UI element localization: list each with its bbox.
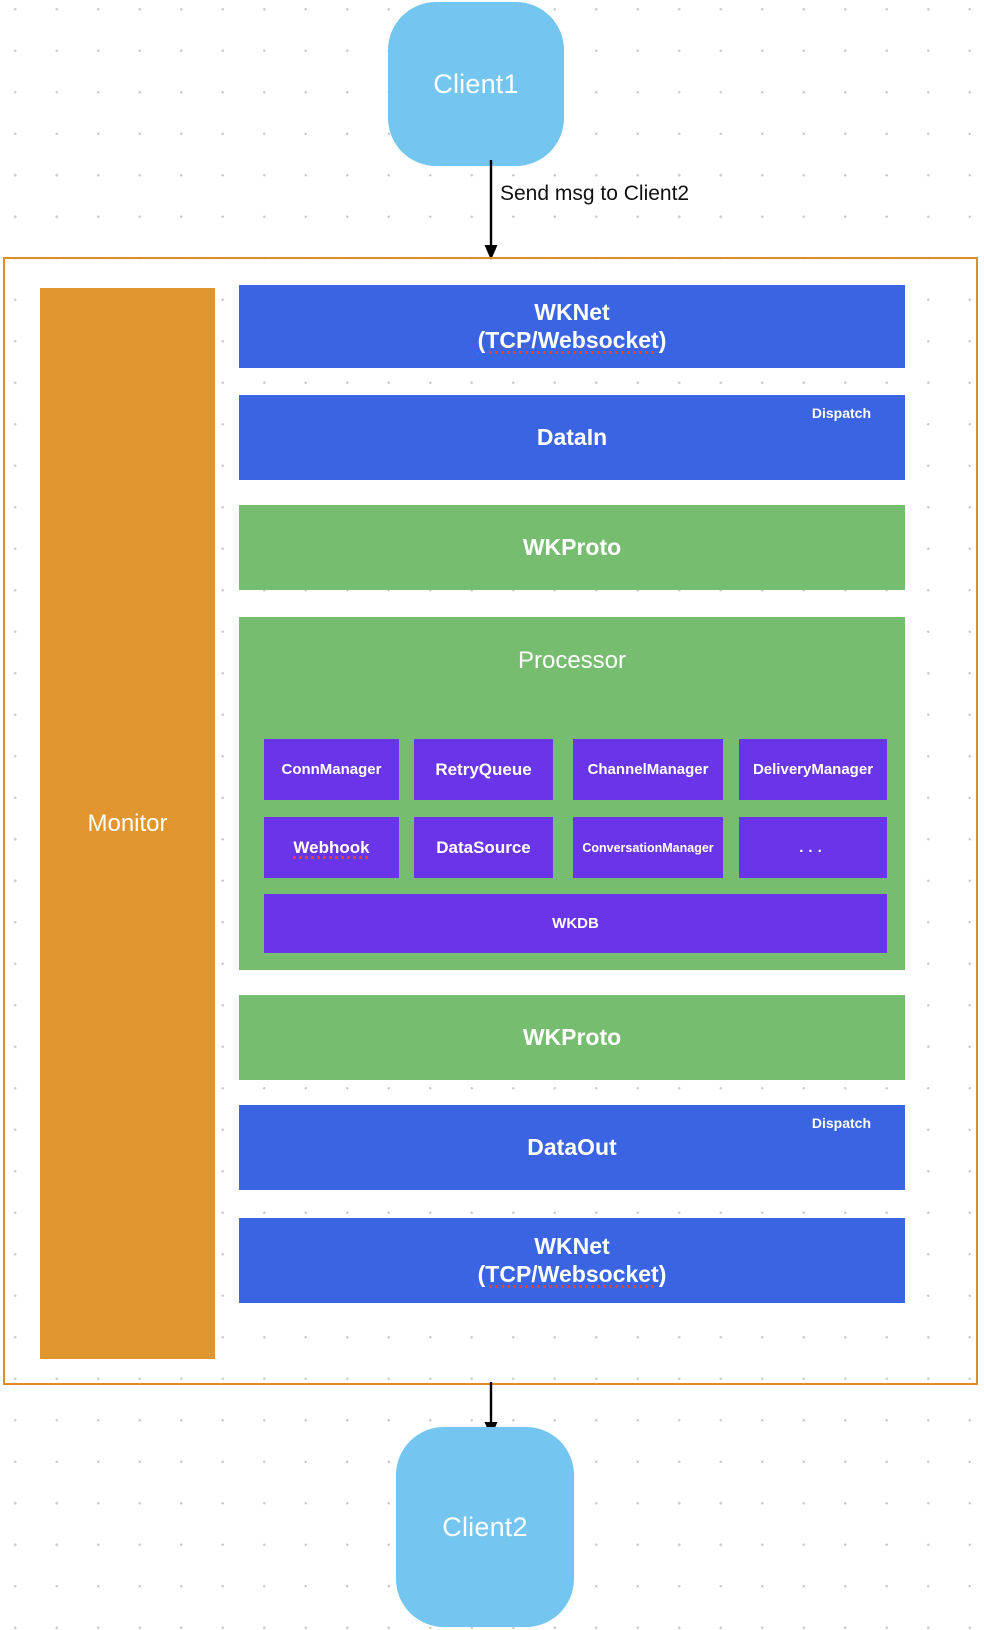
layer-wknet-out[interactable]: WKNet (TCP/Websocket) [239, 1218, 905, 1303]
component-connmanager[interactable]: ConnManager [264, 739, 399, 800]
datain-label: DataIn [536, 423, 608, 450]
monitor-label: Monitor [87, 809, 168, 837]
component-label: DeliveryManager [752, 761, 874, 778]
layer-dataout[interactable]: DataOut Dispatch [239, 1105, 905, 1190]
wknet-in-line1: WKNet [534, 299, 610, 326]
component-label: DataSource [436, 837, 531, 857]
datain-dispatch-badge: Dispatch [811, 405, 871, 421]
arrow-client1-to-server [484, 160, 498, 260]
monitor-bar[interactable]: Monitor [40, 288, 215, 1359]
client1-label: Client1 [433, 68, 519, 99]
layer-wkproto-out[interactable]: WKProto [239, 995, 905, 1080]
component-datasource[interactable]: DataSource [414, 817, 553, 878]
component-label: Webhook [293, 837, 370, 857]
component-channelmanager[interactable]: ChannelManager [573, 739, 723, 800]
wkproto-in-label: WKProto [522, 533, 622, 560]
client1-node[interactable]: Client1 [388, 2, 564, 166]
component-deliverymanager[interactable]: DeliveryManager [739, 739, 887, 800]
dataout-label: DataOut [527, 1133, 617, 1160]
client2-label: Client2 [442, 1511, 528, 1542]
component-wkdb[interactable]: WKDB [264, 894, 887, 953]
component-label: ConversationManager [582, 840, 714, 855]
wknet-out-line1: WKNet [534, 1233, 610, 1260]
client2-node[interactable]: Client2 [396, 1427, 574, 1627]
dataout-dispatch-badge: Dispatch [811, 1115, 871, 1131]
component-retryqueue[interactable]: RetryQueue [414, 739, 553, 800]
processor-label: Processor [517, 647, 627, 674]
layer-processor[interactable]: Processor ConnManager RetryQueue Channel… [239, 617, 905, 970]
component-label: RetryQueue [435, 759, 532, 779]
flow-arrow-label: Send msg to Client2 [500, 182, 690, 205]
component-label: WKDB [552, 915, 599, 932]
component-label: ConnManager [281, 761, 382, 778]
wknet-out-line2: (TCP/Websocket) [477, 1260, 667, 1287]
layer-wkproto-in[interactable]: WKProto [239, 505, 905, 590]
layer-wknet-in[interactable]: WKNet (TCP/Websocket) [239, 285, 905, 368]
layer-datain[interactable]: DataIn Dispatch [239, 395, 905, 480]
component-webhook[interactable]: Webhook [264, 817, 399, 878]
component-label: ... [799, 839, 827, 856]
wknet-in-line2: (TCP/Websocket) [477, 326, 667, 353]
component-conversationmanager[interactable]: ConversationManager [573, 817, 723, 878]
component-more[interactable]: ... [739, 817, 887, 878]
wkproto-out-label: WKProto [522, 1023, 622, 1050]
component-label: ChannelManager [587, 761, 709, 778]
